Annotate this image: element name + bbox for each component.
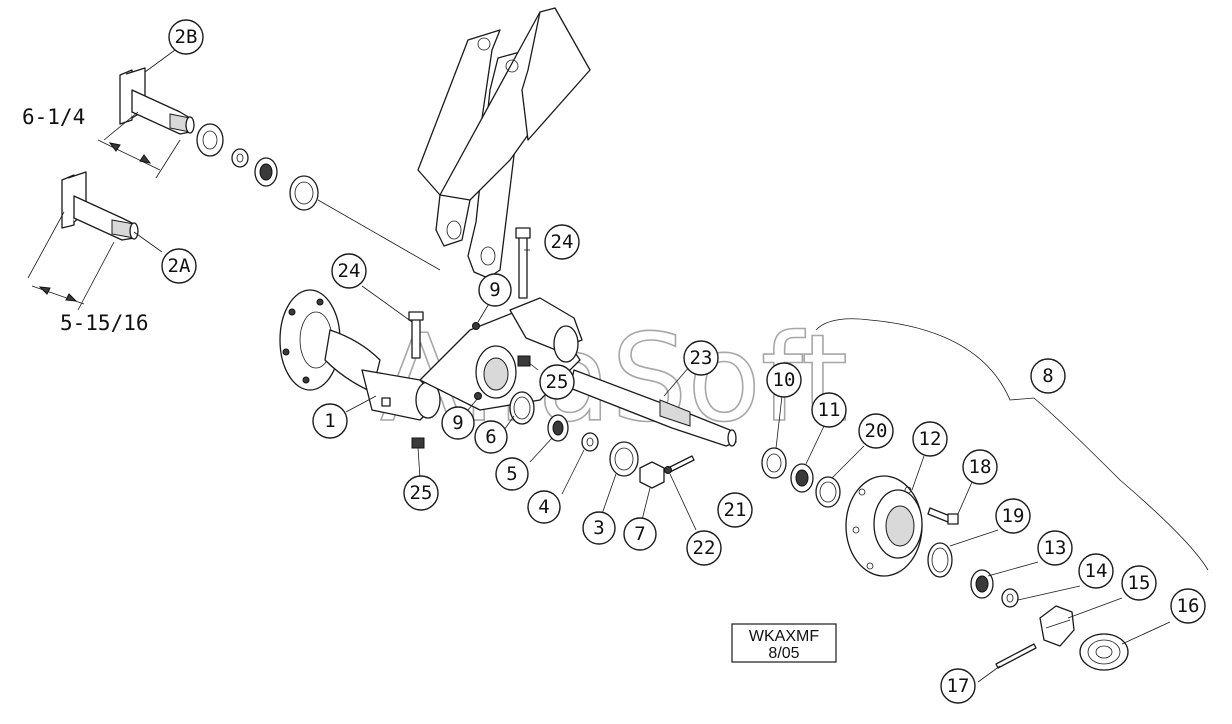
- nut-25-center: [517, 355, 531, 367]
- bearing-cup-6: [509, 391, 535, 425]
- svg-text:10: 10: [773, 369, 796, 391]
- cotter-pin-17: [995, 643, 1037, 669]
- svg-text:8: 8: [1042, 365, 1053, 387]
- callout-3: 3: [582, 511, 616, 545]
- cup-20: [815, 476, 841, 508]
- callout-2a: 2A: [161, 248, 197, 284]
- callout-23: 23: [683, 340, 719, 376]
- callout-10: 10: [766, 362, 802, 398]
- svg-text:15: 15: [1128, 572, 1151, 594]
- nut-7: [639, 461, 665, 489]
- leader-lines: [133, 49, 1171, 683]
- group-bracket-8: [815, 318, 1209, 571]
- svg-text:17: 17: [947, 675, 970, 697]
- axle-tube-1: [279, 289, 441, 421]
- svg-text:11: 11: [818, 399, 841, 421]
- cup-19: [927, 542, 953, 578]
- svg-text:9: 9: [452, 412, 463, 434]
- svg-text:23: 23: [690, 347, 713, 369]
- callout-2b: 2B: [168, 19, 204, 55]
- svg-text:9: 9: [489, 279, 500, 301]
- drawing-stamp: WKAXMF 8/05: [731, 623, 837, 663]
- washer-14: [1001, 588, 1019, 608]
- svg-text:25: 25: [410, 482, 433, 504]
- callout-6: 6: [474, 420, 508, 454]
- svg-text:13: 13: [1044, 537, 1067, 559]
- dimension-2b: 6-1/4: [22, 105, 181, 179]
- dimension-2a: 5-15/16: [27, 211, 149, 335]
- callout-24-left: 24: [331, 253, 367, 289]
- seal-3: [609, 441, 639, 477]
- svg-text:18: 18: [969, 456, 992, 478]
- spindle-2b: [119, 67, 195, 135]
- dim-2a-text: 5-15/16: [60, 311, 149, 335]
- callout-14: 14: [1078, 553, 1114, 589]
- callout-12: 12: [912, 421, 948, 457]
- svg-text:12: 12: [919, 428, 942, 450]
- svg-text:1: 1: [324, 410, 335, 432]
- svg-text:22: 22: [693, 537, 716, 559]
- grease-fitting-9-upper: [472, 322, 480, 330]
- stamp-date: 8/05: [768, 645, 799, 662]
- callout-16: 16: [1170, 588, 1206, 624]
- svg-text:5: 5: [506, 463, 517, 485]
- callout-25-center: 25: [539, 364, 575, 400]
- callout-25-lower: 25: [403, 475, 439, 511]
- callout-5: 5: [495, 457, 529, 491]
- svg-text:24: 24: [551, 231, 574, 253]
- stamp-code: WKAXMF: [749, 628, 819, 645]
- callout-8: 8: [1030, 358, 1066, 394]
- callout-9-upper: 9: [478, 273, 512, 307]
- callout-24-right: 24: [544, 224, 580, 260]
- svg-text:2B: 2B: [175, 26, 198, 48]
- washer-4: [581, 432, 599, 452]
- bolt-24-right: [515, 227, 531, 299]
- svg-text:16: 16: [1177, 595, 1200, 617]
- dust-cap-16: [1079, 633, 1129, 671]
- svg-text:19: 19: [1002, 505, 1025, 527]
- svg-text:3: 3: [593, 517, 604, 539]
- cone-bearing-5: [547, 414, 569, 442]
- callout-21: 21: [717, 492, 753, 528]
- svg-text:6: 6: [485, 426, 496, 448]
- callout-18: 18: [962, 449, 998, 485]
- cone-bearing-11: [790, 463, 814, 493]
- castle-nut-15: [1039, 605, 1075, 647]
- svg-text:21: 21: [724, 499, 747, 521]
- leader-line: [317, 199, 441, 271]
- spindle-2a: [61, 171, 139, 241]
- seal-10: [761, 447, 787, 479]
- hub-12: [845, 475, 923, 577]
- svg-text:2A: 2A: [168, 255, 191, 277]
- cone-bearing-13: [970, 569, 994, 599]
- bolt-18: [927, 507, 959, 525]
- callout-15: 15: [1121, 565, 1157, 601]
- callout-19: 19: [995, 498, 1031, 534]
- svg-text:24: 24: [338, 260, 361, 282]
- callout-1: 1: [312, 403, 348, 439]
- callout-22: 22: [686, 530, 722, 566]
- svg-text:25: 25: [546, 371, 569, 393]
- callout-17: 17: [940, 668, 976, 704]
- spindle-2b-seal-bearings: [196, 123, 319, 211]
- spindle-shaft-23: [569, 369, 737, 447]
- svg-text:14: 14: [1085, 560, 1108, 582]
- callout-13: 13: [1037, 530, 1073, 566]
- bolt-24-left: [408, 311, 424, 359]
- callout-20: 20: [858, 413, 894, 449]
- frame-arms: [417, 7, 591, 279]
- callout-9-lower: 9: [441, 406, 475, 440]
- callout-4: 4: [527, 490, 561, 524]
- svg-text:20: 20: [865, 420, 888, 442]
- nut-25-lower: [411, 437, 425, 449]
- bolt-22: [664, 455, 695, 474]
- svg-text:4: 4: [538, 496, 549, 518]
- svg-text:7: 7: [634, 523, 645, 545]
- dim-2b-text: 6-1/4: [22, 105, 85, 129]
- callout-11: 11: [811, 392, 847, 428]
- callout-7: 7: [623, 517, 657, 551]
- grease-fitting-9-lower: [474, 392, 482, 400]
